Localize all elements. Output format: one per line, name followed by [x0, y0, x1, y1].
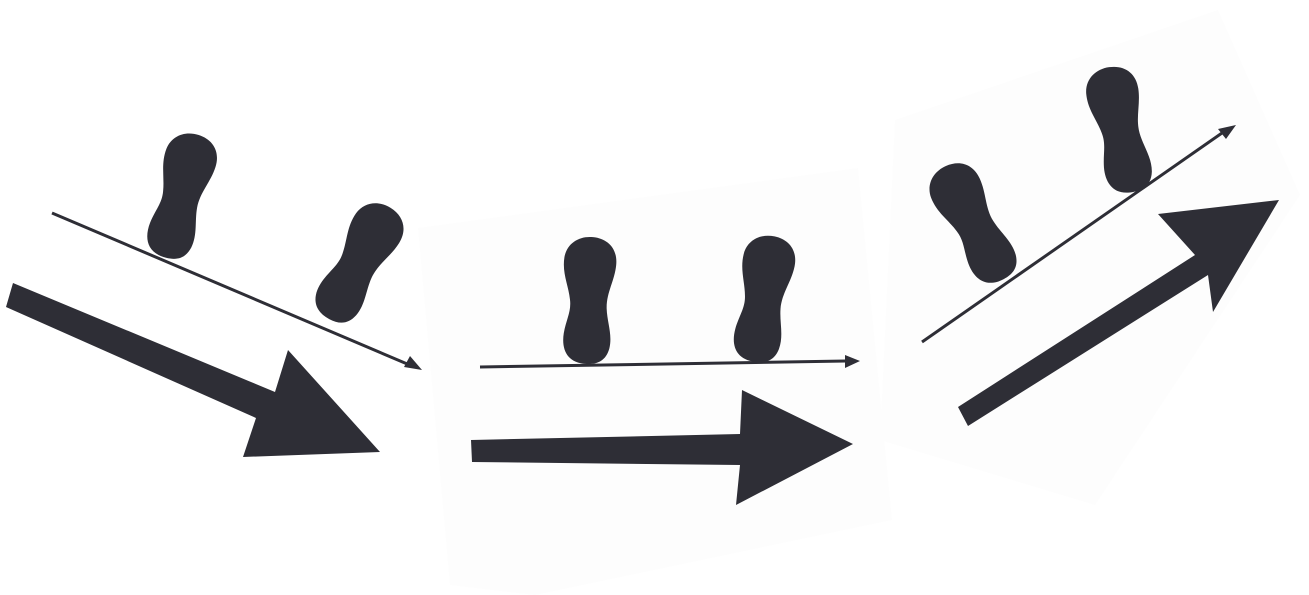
panel-middle-card: [418, 168, 892, 595]
panel-right: [880, 10, 1300, 505]
panel-middle: [418, 168, 892, 595]
panel-left: [0, 128, 430, 470]
